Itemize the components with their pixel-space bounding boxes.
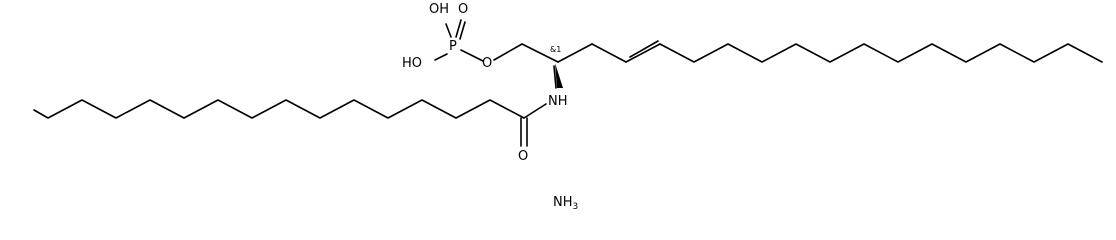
bond-p-o-double-a	[455, 19, 462, 38]
atom-ho-left: HO	[402, 56, 422, 71]
bond-o-ch2	[493, 43, 523, 61]
structure-canvas: OH O P HO O &1 NH O NH3	[33, 2, 1103, 212]
atom-oh-top: OH	[429, 2, 449, 17]
bond-ch2-ch	[521, 43, 559, 63]
atom-p: P	[449, 39, 457, 54]
stereo-label: &1	[550, 45, 561, 54]
ammonia-label: NH3	[553, 195, 578, 211]
atom-o-carbonyl: O	[518, 149, 528, 164]
atom-o-double: O	[458, 2, 468, 17]
chemical-structure: OH O P HO O &1 NH O NH3	[33, 2, 1103, 212]
bond-p-oester	[460, 49, 484, 62]
bond-p-ho	[434, 53, 448, 61]
sphingosine-tail	[659, 43, 1103, 63]
atom-o-ester: O	[482, 56, 492, 71]
bond-p-oh	[445, 23, 452, 38]
bond-ch-nh	[553, 65, 557, 89]
wedge-bond	[555, 63, 563, 88]
acyl-tail	[33, 99, 525, 119]
bond-c2-c3	[557, 43, 593, 63]
bond-c4-c5-double	[629, 40, 659, 58]
bond-p-o-double-b	[459, 21, 466, 40]
bond-c3-c4	[591, 43, 627, 63]
bond-c4-c5	[625, 43, 661, 63]
ammonia-subscript: 3	[573, 202, 579, 211]
bond-nh-carbonyl	[523, 103, 547, 119]
ammonia-main: NH	[553, 195, 573, 210]
atom-nh: NH	[548, 94, 568, 109]
